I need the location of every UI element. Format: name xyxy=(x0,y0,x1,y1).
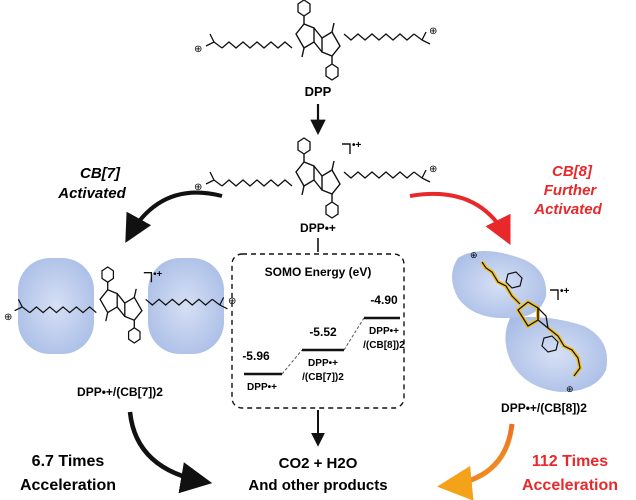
dpp-molecule: ⊕ ⊕ xyxy=(194,0,437,81)
arrow-to-cb7-complex xyxy=(125,190,223,243)
dpp-radical-label: DPP•+ xyxy=(300,221,336,235)
cb8-cavitand-bottom xyxy=(505,317,608,392)
somo-label-dpp: DPP•+ xyxy=(247,382,277,393)
dpp-label: DPP xyxy=(305,84,332,99)
somo-title: SOMO Energy (eV) xyxy=(265,265,372,279)
cb7-cavitand-left xyxy=(18,258,94,354)
cb8-label-line2: Further xyxy=(544,182,598,199)
svg-text:⊕: ⊕ xyxy=(470,250,478,260)
cb8-complex: •+ ⊕ ⊕ xyxy=(452,250,608,394)
cb8-label-line1: CB[8] xyxy=(552,163,593,180)
svg-text:•+: •+ xyxy=(153,269,162,280)
somo-value-cb7: -5.52 xyxy=(309,325,337,339)
cb7-complex: •+ ⊕ ⊕ xyxy=(4,258,236,354)
dpp-radical-molecule: ⊕ ⊕ •+ xyxy=(194,137,437,219)
svg-text:⊕: ⊕ xyxy=(429,164,437,175)
svg-text:⊕: ⊕ xyxy=(566,384,574,394)
cb8-label-line3: Activated xyxy=(533,201,602,218)
somo-label-cb8-line1: DPP•+ xyxy=(369,326,399,337)
arrow-to-cb8-complex xyxy=(409,191,511,246)
cb8-acceleration-line1: 112 Times xyxy=(532,453,608,470)
somo-label-cb8-line2: /(CB[8])2 xyxy=(363,340,405,351)
radical-charge: •+ xyxy=(352,140,362,151)
somo-label-cb7-line1: DPP•+ xyxy=(308,358,338,369)
somo-label-cb7-line2: /(CB[7])2 xyxy=(302,372,344,383)
svg-text:⊕: ⊕ xyxy=(228,296,236,307)
arrow-cb7-to-products xyxy=(127,411,213,494)
svg-text:⊕: ⊕ xyxy=(4,312,12,323)
arrow-cb8-to-products xyxy=(437,423,515,500)
cb7-acceleration-line2: Acceleration xyxy=(20,477,116,494)
plus-charge-right: ⊕ xyxy=(429,26,437,37)
svg-text:⊕: ⊕ xyxy=(194,182,202,193)
somo-value-cb8: -4.90 xyxy=(370,293,398,307)
somo-connector-2 xyxy=(343,317,365,351)
cb8-acceleration-line2: Acceleration xyxy=(522,477,618,494)
somo-connector-1 xyxy=(281,349,303,375)
somo-energy-box xyxy=(231,253,405,409)
somo-value-dpp: -5.96 xyxy=(242,349,270,363)
cb7-cavitand-right xyxy=(148,258,224,354)
cb7-complex-label: DPP•+/(CB[7])2 xyxy=(77,385,163,399)
cb7-label-line2: Activated xyxy=(57,185,126,202)
cb7-acceleration-line1: 6.7 Times xyxy=(32,453,105,470)
cb8-complex-label: DPP•+/(CB[8])2 xyxy=(501,401,587,415)
cb7-label-line1: CB[7] xyxy=(80,165,121,182)
products-line2: And other products xyxy=(248,477,387,494)
products-line1: CO2 + H2O xyxy=(279,455,358,472)
svg-text:•+: •+ xyxy=(560,286,570,297)
plus-charge-left: ⊕ xyxy=(194,44,202,55)
